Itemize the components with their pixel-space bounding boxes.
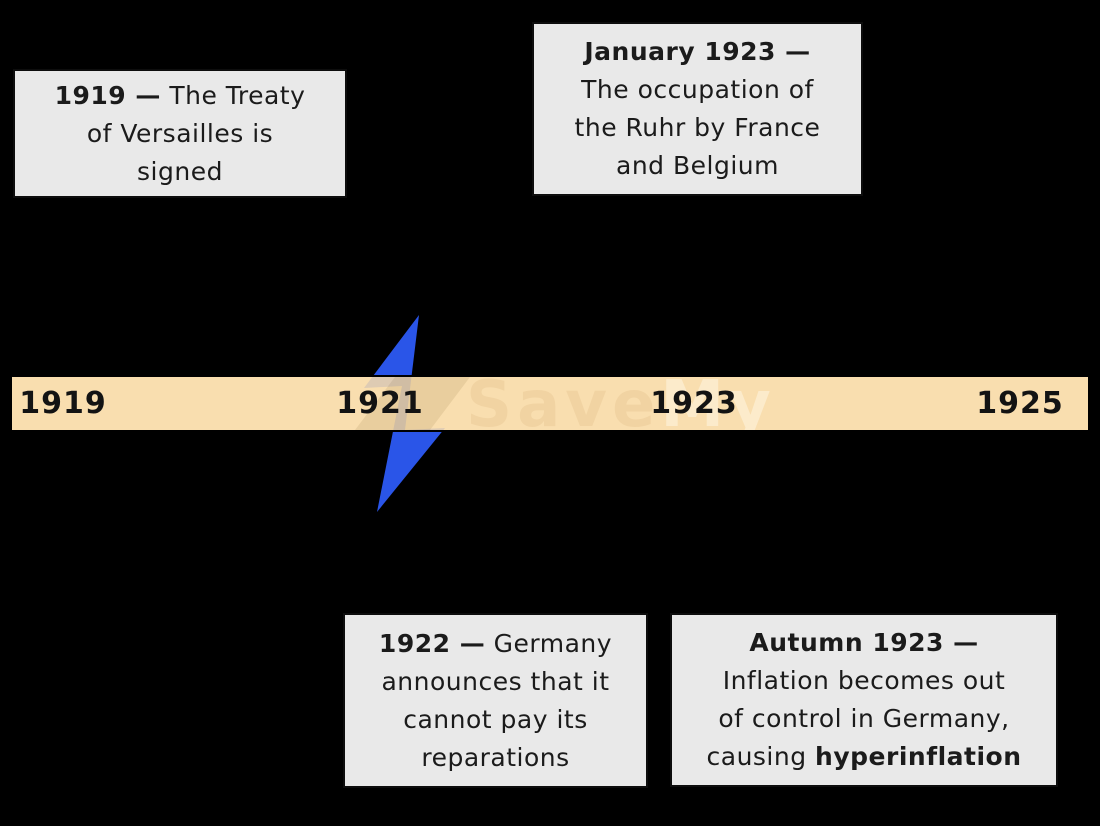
- timeline-year-1919: 1919: [19, 386, 107, 421]
- watermark-my: My: [660, 375, 776, 432]
- timeline-year-1925: 1925: [976, 386, 1064, 421]
- timeline-bar: SaveMy 1919 1921 1923 1925: [10, 375, 1090, 432]
- timeline-year-1923: 1923: [650, 386, 738, 421]
- watermark-bolt-overlay: [355, 377, 470, 430]
- watermark-savemy: SaveMy: [466, 377, 776, 430]
- timeline-year-1921: 1921: [336, 386, 424, 421]
- watermark-save: Save: [466, 375, 661, 432]
